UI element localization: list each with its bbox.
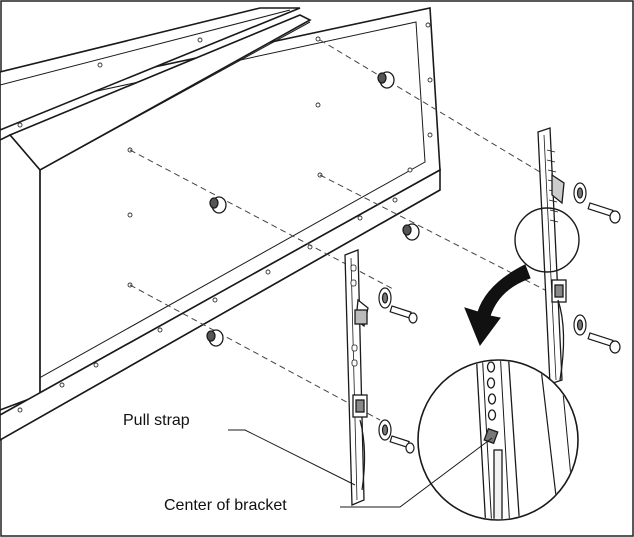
center-of-bracket-label: Center of bracket	[164, 497, 287, 515]
curved-arrow-icon	[464, 264, 531, 347]
left-bracket	[344, 249, 369, 506]
right-bracket	[537, 127, 567, 385]
zoom-source-circle	[514, 207, 580, 273]
right-bracket-bolts	[573, 182, 621, 354]
spacers	[206, 71, 420, 347]
alignment-lines	[129, 39, 546, 421]
left-bracket-bolts	[378, 287, 418, 454]
leader-lines	[228, 429, 493, 508]
panel-holes	[17, 22, 433, 413]
pull-strap-label: Pull strap	[123, 412, 190, 430]
zoom-detail	[417, 359, 579, 521]
